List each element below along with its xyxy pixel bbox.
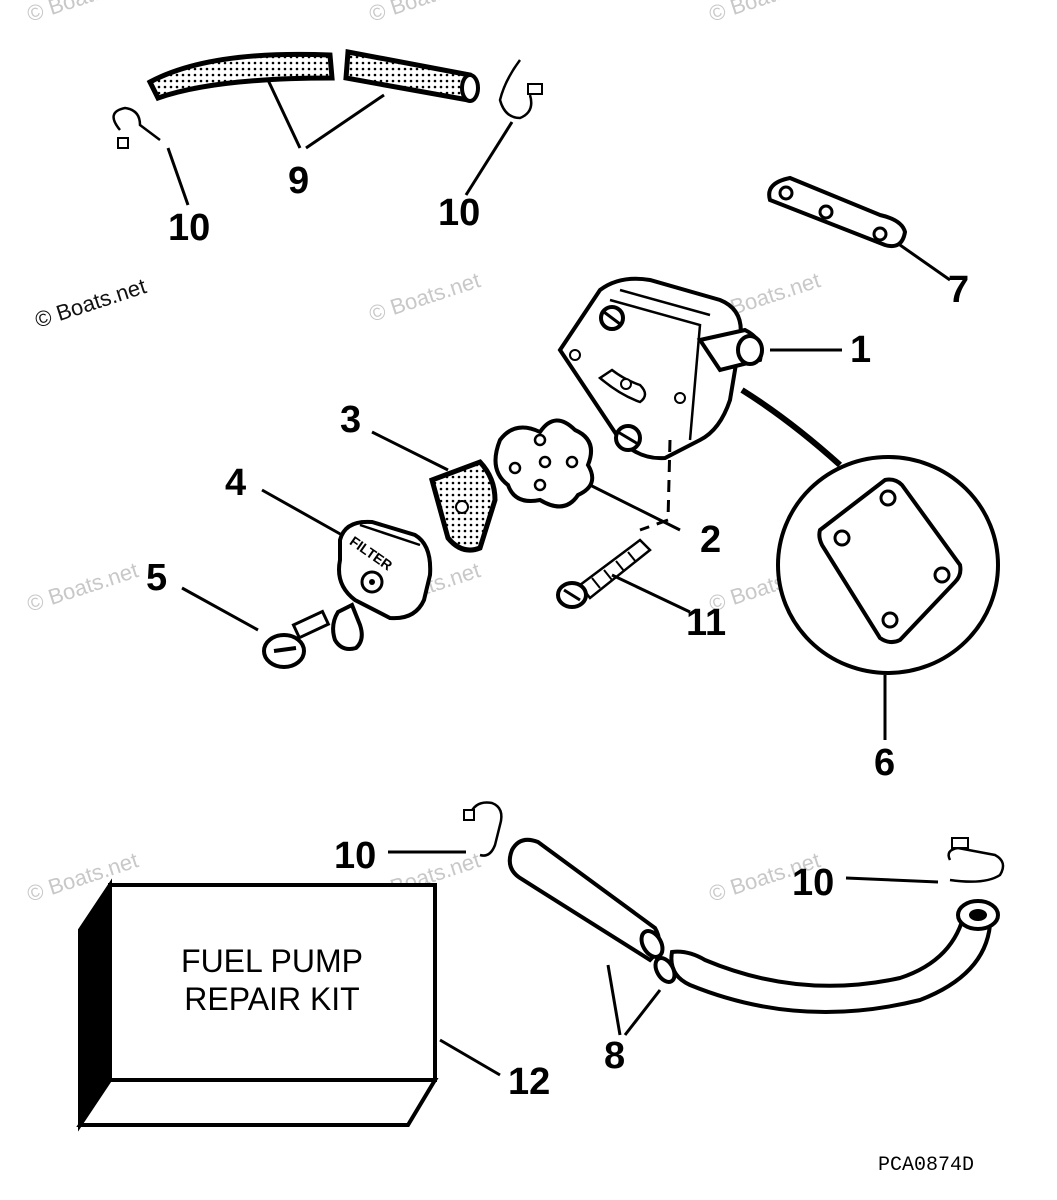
- diagram-code: PCA0874D: [878, 1154, 974, 1177]
- kit-label-line1: FUEL PUMP: [181, 943, 363, 979]
- kit-label-line2: REPAIR KIT: [184, 981, 359, 1017]
- callout-11: 11: [686, 602, 726, 644]
- watermark: © Boats.net: [24, 0, 141, 27]
- part-10-clamp-upper-left: [112, 106, 190, 206]
- watermark: © Boats.net: [706, 0, 823, 27]
- part-2-diaphragm: [493, 418, 681, 532]
- part-6-cover: [776, 455, 1000, 740]
- part-11-screw: [556, 538, 691, 614]
- callout-10: 10: [168, 207, 210, 249]
- pulse-hose: [740, 383, 847, 468]
- part-10-clamp-upper-right: [464, 59, 543, 196]
- watermarks: © Boats.net © Boats.net © Boats.net © Bo…: [24, 0, 823, 907]
- callout-6: 6: [874, 742, 895, 784]
- part-12-repair-kit: FUEL PUMP REPAIR KIT: [76, 878, 501, 1132]
- part-5-screw: [181, 586, 331, 669]
- callout-10: 10: [438, 192, 480, 234]
- callout-1: 1: [850, 329, 871, 371]
- watermark: © Boats.net: [24, 557, 141, 616]
- part-4-filter-cap: FILTER: [261, 488, 433, 651]
- callout-5: 5: [146, 557, 167, 599]
- part-1-fuel-pump: [557, 276, 842, 461]
- watermark: © Boats.net: [366, 267, 483, 326]
- callout-3: 3: [340, 399, 361, 441]
- callout-10: 10: [792, 862, 834, 904]
- callout-2: 2: [700, 519, 721, 561]
- callout-numbers: 9 10 10 7 1 3 4 2 5 11 6 10 10 8 12: [146, 160, 969, 1103]
- part-9-upper-fuel-hoses: [146, 49, 480, 150]
- callout-12: 12: [508, 1061, 550, 1103]
- callout-8: 8: [604, 1035, 625, 1077]
- watermark: © Boats.net: [32, 273, 149, 332]
- callout-7: 7: [948, 269, 969, 311]
- callout-9: 9: [288, 160, 309, 202]
- callout-10: 10: [334, 835, 376, 877]
- watermark: © Boats.net: [366, 0, 483, 27]
- part-8-lower-fuel-hoses: [507, 837, 1000, 1036]
- part-10-clamp-lower-middle: [388, 801, 503, 857]
- part-10-clamp-lower-right: [845, 837, 1005, 884]
- callout-4: 4: [225, 462, 246, 504]
- part-7-gasket: [767, 175, 951, 282]
- part-3-filter-screen: [371, 430, 498, 553]
